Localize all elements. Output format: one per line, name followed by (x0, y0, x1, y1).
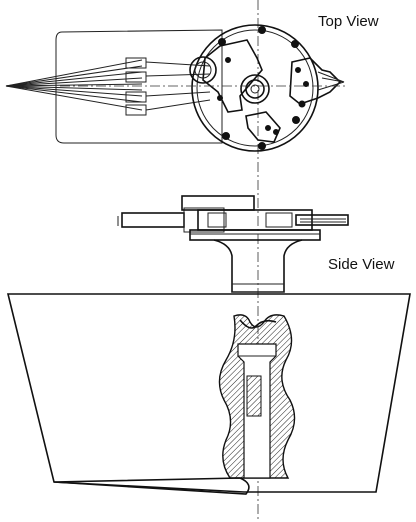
top-view-label: Top View (318, 13, 379, 30)
side-view-right-cylinder (295, 214, 349, 226)
side-view-label: Side View (328, 256, 395, 273)
top-view-bolts (217, 26, 309, 150)
side-view-left-cylinder (121, 212, 185, 228)
top-view-right-linkage (289, 57, 342, 105)
side-view-heel (53, 477, 250, 495)
top-view-cone-rays (5, 59, 143, 111)
side-view-threaded-insert (246, 375, 262, 417)
top-view-base-plate (55, 29, 223, 144)
side-view-rudder-blade (6, 293, 411, 493)
top-view-rods (125, 57, 211, 116)
top-view-knob (189, 56, 217, 84)
top-view-hub (240, 74, 270, 104)
side-view-drawing (6, 195, 411, 495)
side-view-mounting-plate (189, 229, 321, 241)
top-view-bracket (202, 39, 263, 113)
top-view-drawing (5, 24, 348, 152)
top-view-lever (245, 111, 281, 143)
top-view-disc (191, 24, 319, 152)
